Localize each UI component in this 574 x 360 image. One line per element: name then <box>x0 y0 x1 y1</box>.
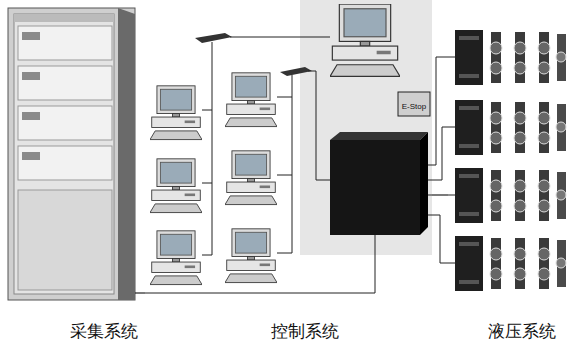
system-caption-box: 控制系统 <box>271 322 339 342</box>
system-region: 液压系统 <box>448 2 570 300</box>
system-caption-box: 采集系统 <box>70 322 138 342</box>
device-label-box: E-Stop <box>402 95 426 113</box>
system-region: 控制系统 <box>145 2 432 300</box>
device-label: E-Stop <box>402 102 426 111</box>
cable-connector <box>432 194 448 195</box>
system-caption: 液压系统 <box>488 322 556 341</box>
system-caption: 采集系统 <box>70 322 138 341</box>
system-caption-box: 液压系统 <box>488 322 556 342</box>
system-region: 采集系统 <box>8 8 135 300</box>
cable-connector <box>135 292 145 293</box>
system-caption: 控制系统 <box>271 322 339 341</box>
